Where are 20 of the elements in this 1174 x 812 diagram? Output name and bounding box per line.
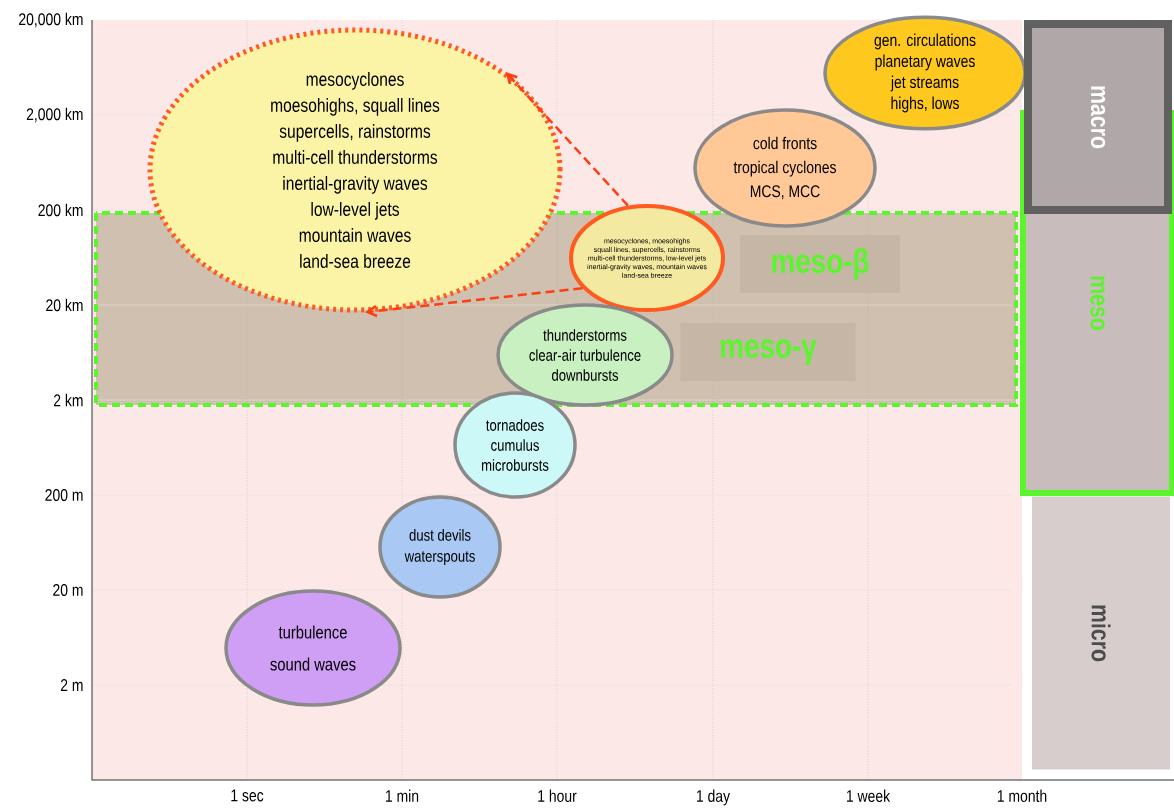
axis-tick-label: 2 m bbox=[60, 679, 83, 691]
scale-label: meso-γ bbox=[680, 323, 856, 381]
axis-tick-label: 2,000 km bbox=[26, 107, 83, 123]
arrow bbox=[505, 72, 629, 207]
scale-label: meso-β bbox=[740, 235, 900, 293]
axis-tick-label: 1 hour bbox=[538, 789, 577, 803]
axis-tick-label: 1 day bbox=[697, 789, 730, 806]
axis-tick-label: 20,000 km bbox=[19, 12, 83, 28]
axis-tick-label: 1 week bbox=[847, 789, 891, 803]
scale-bar: macro bbox=[1024, 20, 1172, 214]
axis-tick-label: 200 m bbox=[45, 489, 83, 502]
axis-tick-label: 1 min bbox=[386, 789, 419, 802]
axis-tick-label: 20 m bbox=[53, 584, 83, 597]
axis-tick-label: 1 sec bbox=[231, 789, 264, 802]
arrow bbox=[364, 286, 583, 318]
axis-tick-label: 20 km bbox=[46, 298, 83, 312]
axis-tick-label: 2 km bbox=[53, 393, 83, 407]
axis-tick-label: 1 month bbox=[997, 789, 1047, 803]
axis-tick-label: 200 km bbox=[38, 203, 83, 217]
scale-bar: micro bbox=[1032, 496, 1170, 770]
